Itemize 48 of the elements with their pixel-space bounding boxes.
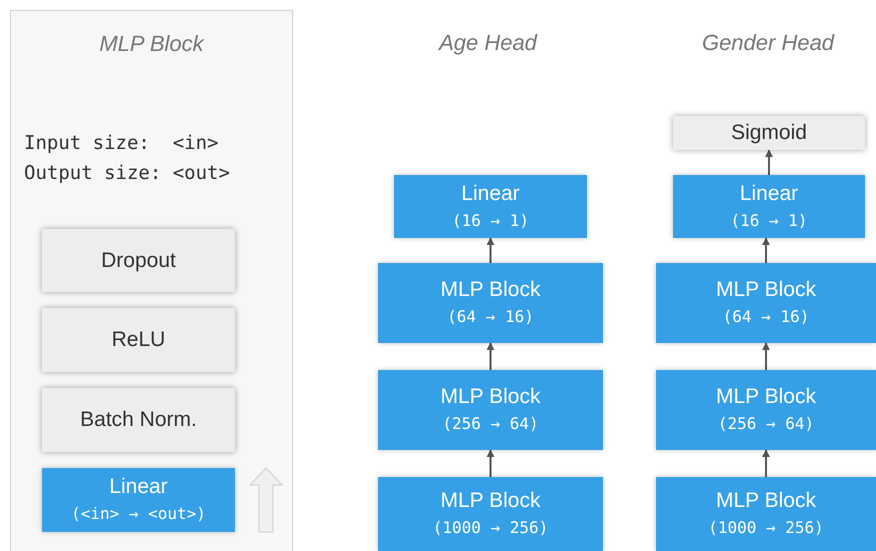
layer-dimensions: (64 → 16) [722,306,810,328]
layer-box [656,477,876,551]
layer-name: Batch Norm. [80,407,197,433]
layer-box [378,263,603,343]
layer-box [656,263,876,343]
layer-box [673,175,865,238]
layer-name: Linear [109,474,168,500]
size-text: Input size: <in> [24,131,218,156]
operation-box [42,388,235,452]
layer-box [394,175,587,238]
layer-dimensions: (1000 → 256) [432,517,548,539]
layer-dimensions: (64 → 16) [447,306,534,328]
layer-name: MLP Block [440,277,540,303]
column-title: Gender Head [702,29,834,57]
layer-dimensions: (16 → 1) [730,210,808,232]
layer-name: Sigmoid [731,120,807,146]
arrow [486,237,494,263]
column-title: Age Head [439,29,537,57]
layer-dimensions: (256 → 64) [718,413,814,435]
layer-box [378,477,603,551]
layer-name: MLP Block [440,384,540,410]
layer-name: Dropout [101,248,176,274]
layer-dimensions: (<in> → <out>) [71,503,206,525]
layer-name: MLP Block [440,488,540,514]
size-text: Output size: <out> [24,161,230,186]
arrow [762,237,770,263]
arrow [765,149,773,175]
arrow [486,449,494,477]
arrow [486,342,494,370]
layer-name: MLP Block [716,384,816,410]
layer-name: MLP Block [716,277,816,303]
panel-title: MLP Block [98,30,206,58]
layer-name: Linear [740,180,798,206]
arrow [762,342,770,370]
layer-dimensions: (1000 → 256) [708,517,824,539]
layer-dimensions: (256 → 64) [442,413,539,435]
operation-box [673,116,865,150]
operation-box [42,229,235,292]
layer-name: ReLU [112,327,166,353]
operation-box [42,308,235,372]
layer-box [42,468,235,532]
layer-name: Linear [461,180,520,206]
layer-dimensions: (16 → 1) [452,210,530,232]
arrow [762,449,770,477]
panel-background [10,10,293,551]
layer-box [656,370,876,450]
layer-name: MLP Block [716,488,816,514]
layer-box [378,370,603,450]
